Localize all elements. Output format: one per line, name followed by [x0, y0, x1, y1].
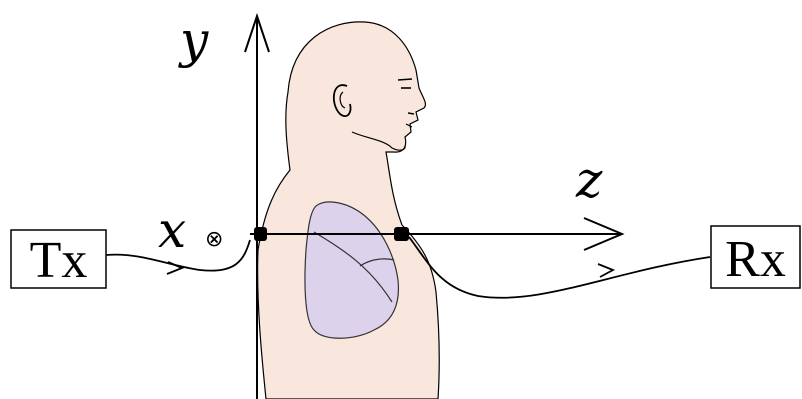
- tx-electrode: [254, 227, 267, 241]
- z-axis-label: z: [575, 151, 603, 209]
- mouth: [408, 113, 414, 114]
- eyebrow: [398, 79, 412, 80]
- y-axis-label: y: [178, 11, 209, 69]
- rx-path-arrowhead: [598, 264, 613, 277]
- tx-label: Tx: [30, 232, 88, 289]
- rx-label: Rx: [725, 231, 786, 288]
- rx-signal-path: [409, 237, 710, 298]
- rx-electrode: [394, 227, 409, 241]
- x-axis-label: x: [158, 201, 186, 259]
- into-page-symbol: ⊗: [205, 227, 223, 252]
